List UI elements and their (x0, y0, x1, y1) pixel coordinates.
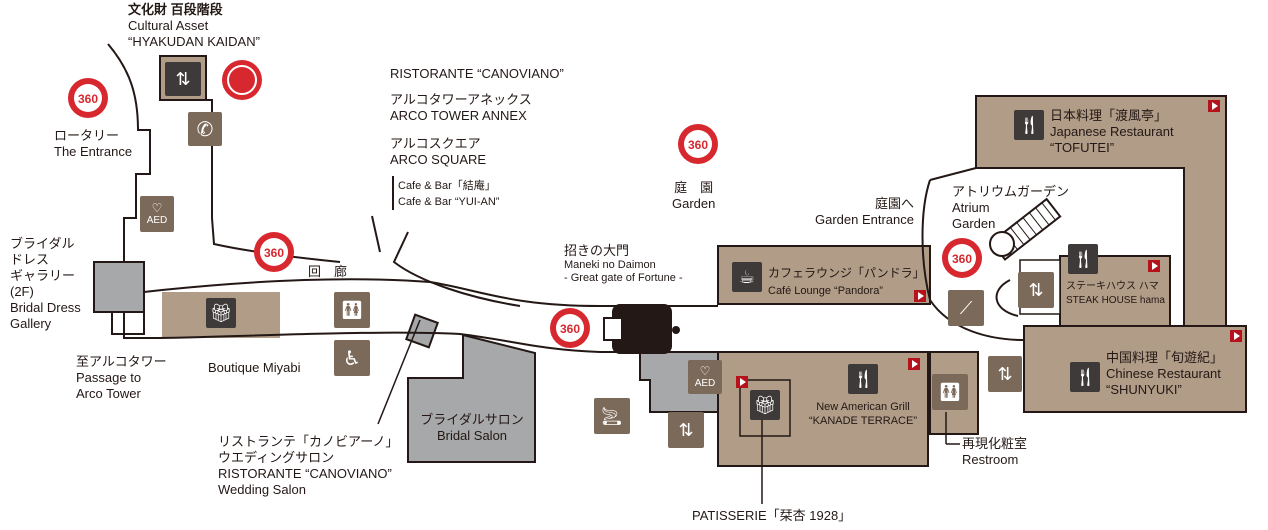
label-pandora: カフェラウンジ「パンドラ」 Café Lounge “Pandora” (768, 266, 925, 297)
label-bridal-salon: ブライダルサロン Bridal Salon (420, 412, 524, 443)
label-rotary: ロータリー The Entrance (54, 128, 133, 159)
360-view-icon[interactable]: 360 (548, 306, 592, 350)
restaurant-icon: 🍴︎ (1070, 362, 1100, 392)
play-icon[interactable] (736, 376, 748, 388)
play-icon[interactable] (908, 358, 920, 370)
restaurant-icon: 🍴︎ (1068, 244, 1098, 274)
label-boutique: Boutique Miyabi (208, 360, 301, 375)
wall-stair-arc (995, 279, 1019, 317)
aed-icon: ♡AED (688, 360, 722, 394)
play-icon[interactable] (914, 290, 926, 302)
label-steak: ステーキハウス ハマ STEAK HOUSE hama (1066, 281, 1165, 306)
label-dress-gallery: ブライダル ドレス ギャラリー (2F) Bridal Dress Galler… (10, 236, 81, 331)
label-canoviano: RISTORANTE “CANOVIANO” (390, 66, 564, 81)
360-view-icon[interactable]: 360 (66, 76, 110, 120)
play-icon[interactable] (1208, 100, 1220, 112)
svg-text:360: 360 (560, 322, 580, 336)
label-atrium: アトリウムガーデン Atrium Garden (952, 184, 1070, 231)
label-kanade: New American Grill “KANADE TERRACE” (809, 401, 917, 427)
svg-text:360: 360 (78, 92, 98, 106)
elevator-icon: ⇅ (165, 62, 201, 96)
label-annex: アルコタワーアネックス ARCO TOWER ANNEX (390, 92, 532, 123)
svg-text:360: 360 (232, 74, 252, 88)
room-inner-patisserie (739, 379, 791, 437)
restaurant-icon: 🍴︎ (1014, 110, 1044, 140)
elevator-icon: ⇅ (1018, 272, 1054, 308)
great-gate-drawing (603, 304, 680, 354)
aed-icon: ♡AED (140, 196, 174, 232)
label-garden-entrance: 庭園へ Garden Entrance (814, 196, 914, 227)
svg-text:360: 360 (688, 138, 708, 152)
wall-annex-right (392, 231, 521, 307)
play-icon[interactable] (1148, 260, 1160, 272)
360-view-icon[interactable]: 360 (220, 58, 264, 102)
restroom-icon: 🚻︎ (334, 292, 370, 328)
360-view-icon[interactable]: 360 (940, 236, 984, 280)
atrium-circle (989, 231, 1015, 257)
wall-corridor-north (143, 278, 718, 307)
360-view-icon[interactable]: 360 (252, 230, 296, 274)
wall-west-outer (107, 43, 151, 262)
label-tofutei: 日本料理「渡風亭」 Japanese Restaurant “TOFUTEI” (1050, 108, 1174, 155)
wall-gallery-side (111, 312, 145, 335)
360-view-icon[interactable]: 360 (676, 122, 720, 166)
cafe-icon: ☕︎ (732, 262, 762, 292)
label-hyakudan: 文化財 百段階段 Cultural Asset “HYAKUDAN KAIDAN… (128, 2, 260, 49)
label-corridor: 回 廊 (308, 264, 348, 279)
elevator-icon: ⇅ (988, 356, 1022, 392)
label-passage: 至アルコタワー Passage to Arco Tower (76, 354, 167, 401)
elevator-icon: ⇅ (668, 412, 704, 448)
wheelchair-icon: ♿︎ (334, 340, 370, 376)
escalator-icon: ⟋ (948, 290, 984, 326)
phone-icon: ✆ (188, 112, 222, 146)
label-shunyuki: 中国料理「旬遊紀」 Chinese Restaurant “SHUNYUKI” (1106, 350, 1224, 397)
room-shunyuki (1023, 325, 1247, 413)
label-restroom: 再現化粧室 Restroom (962, 436, 1028, 467)
wall-annex-left (371, 215, 381, 253)
svg-text:360: 360 (264, 246, 284, 260)
label-wedding-salon: リストランテ「カノビアーノ」 ウエディングサロン RISTORANTE “CAN… (218, 434, 399, 497)
smoking-icon: 🚬︎ (594, 398, 630, 434)
room-dress-gallery (93, 261, 145, 313)
label-yuian: Cafe & Bar「結庵」 Cafe & Bar “YUI-AN” (398, 180, 500, 208)
room-small-gray (404, 313, 440, 349)
svg-text:360: 360 (952, 252, 972, 266)
label-patisserie: PATISSERIE「栞杏 1928」 (692, 508, 852, 523)
gift-icon: 🎁︎ (750, 390, 780, 420)
wall-atrium-arc (921, 179, 1025, 341)
wall-west-lower (123, 312, 160, 339)
wall-west-inner (206, 99, 341, 263)
play-icon[interactable] (1230, 330, 1242, 342)
label-square: アルコスクエア ARCO SQUARE (390, 136, 487, 167)
gift-icon: 🎁︎ (206, 298, 236, 328)
restaurant-icon: 🍴︎ (848, 364, 878, 394)
room-bridal-salon (407, 333, 536, 463)
restroom-icon: 🚻︎ (932, 374, 968, 410)
wall-atrium-top (929, 167, 977, 181)
wall-corridor-south (159, 331, 640, 353)
label-garden: 庭 園 Garden (672, 180, 716, 211)
label-maneki: 招きの大門 Maneki no Daimon - Great gate of F… (564, 243, 683, 284)
